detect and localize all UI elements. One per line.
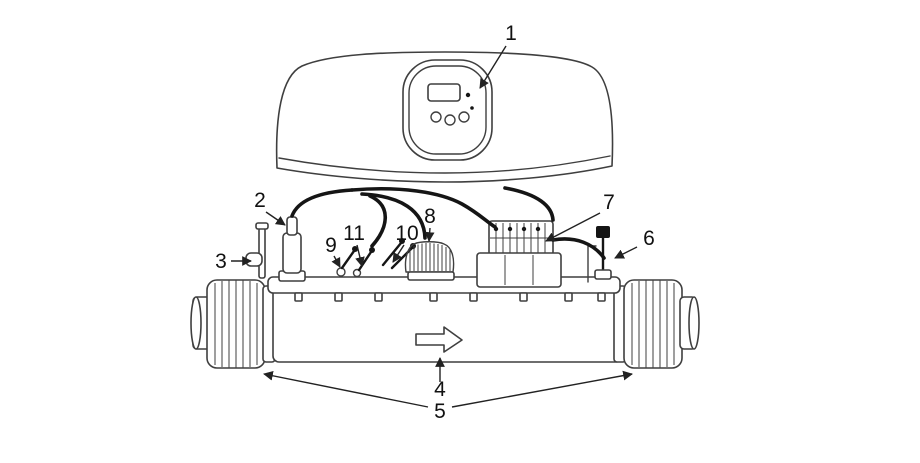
- callout-11-label: 11: [343, 222, 365, 245]
- right-union-nut: [623, 279, 683, 369]
- callout-11-leader: [355, 244, 365, 267]
- indicator-led: [470, 106, 474, 110]
- callout-7-leader: [545, 212, 601, 242]
- callout-7-label: 7: [603, 191, 615, 214]
- callout-2: 2: [254, 189, 286, 226]
- callout-5: 5: [263, 370, 633, 423]
- callout-6-leader: [614, 246, 638, 259]
- cover-rim-line: [278, 155, 611, 174]
- callout-1-label: 1: [505, 22, 517, 45]
- flow-arrow: [415, 326, 463, 353]
- indicator-led: [465, 92, 471, 98]
- heater-tube: [190, 276, 700, 369]
- callout-3: 3: [215, 250, 252, 273]
- callout-8-label: 8: [424, 205, 436, 228]
- display-screen: [427, 83, 461, 102]
- junction-box: [476, 252, 562, 288]
- terminal-block: [476, 220, 562, 288]
- callout-5-leader-right: [451, 370, 633, 408]
- callout-3-label: 3: [215, 250, 227, 273]
- callout-10-leader: [392, 244, 405, 263]
- callout-6: 6: [614, 227, 655, 259]
- callout-5-label: 5: [434, 400, 446, 423]
- callout-4-label: 4: [434, 378, 446, 401]
- callout-5-leader-left: [263, 370, 429, 408]
- callout-6-label: 6: [643, 227, 655, 250]
- callout-10: 10: [392, 222, 419, 263]
- left-pipe-end: [190, 296, 202, 350]
- callout-4: 4: [434, 357, 446, 401]
- drain-fitting: [245, 252, 263, 267]
- power-cables: [350, 186, 606, 260]
- callout-2-label: 2: [254, 189, 266, 212]
- sensor-probe: [255, 222, 269, 279]
- callout-11: 11: [343, 222, 365, 267]
- callout-8: 8: [424, 205, 436, 242]
- callout-2-leader: [265, 211, 286, 226]
- pressure-switch: [278, 188, 354, 282]
- callout-1-leader: [479, 45, 507, 89]
- left-union-nut: [206, 279, 266, 369]
- control-panel: [402, 59, 493, 161]
- finned-connector: [404, 241, 455, 281]
- callout-10-label: 10: [395, 222, 418, 245]
- callout-7: 7: [545, 191, 615, 242]
- callout-9-label: 9: [325, 234, 337, 257]
- callout-8-leader: [424, 227, 435, 242]
- wire-terminals: [336, 246, 375, 278]
- callout-1: 1: [479, 22, 517, 89]
- right-pipe-end: [688, 296, 700, 350]
- callout-9-leader: [331, 255, 341, 268]
- control-buttons: [430, 92, 474, 126]
- callout-9: 9: [325, 234, 341, 268]
